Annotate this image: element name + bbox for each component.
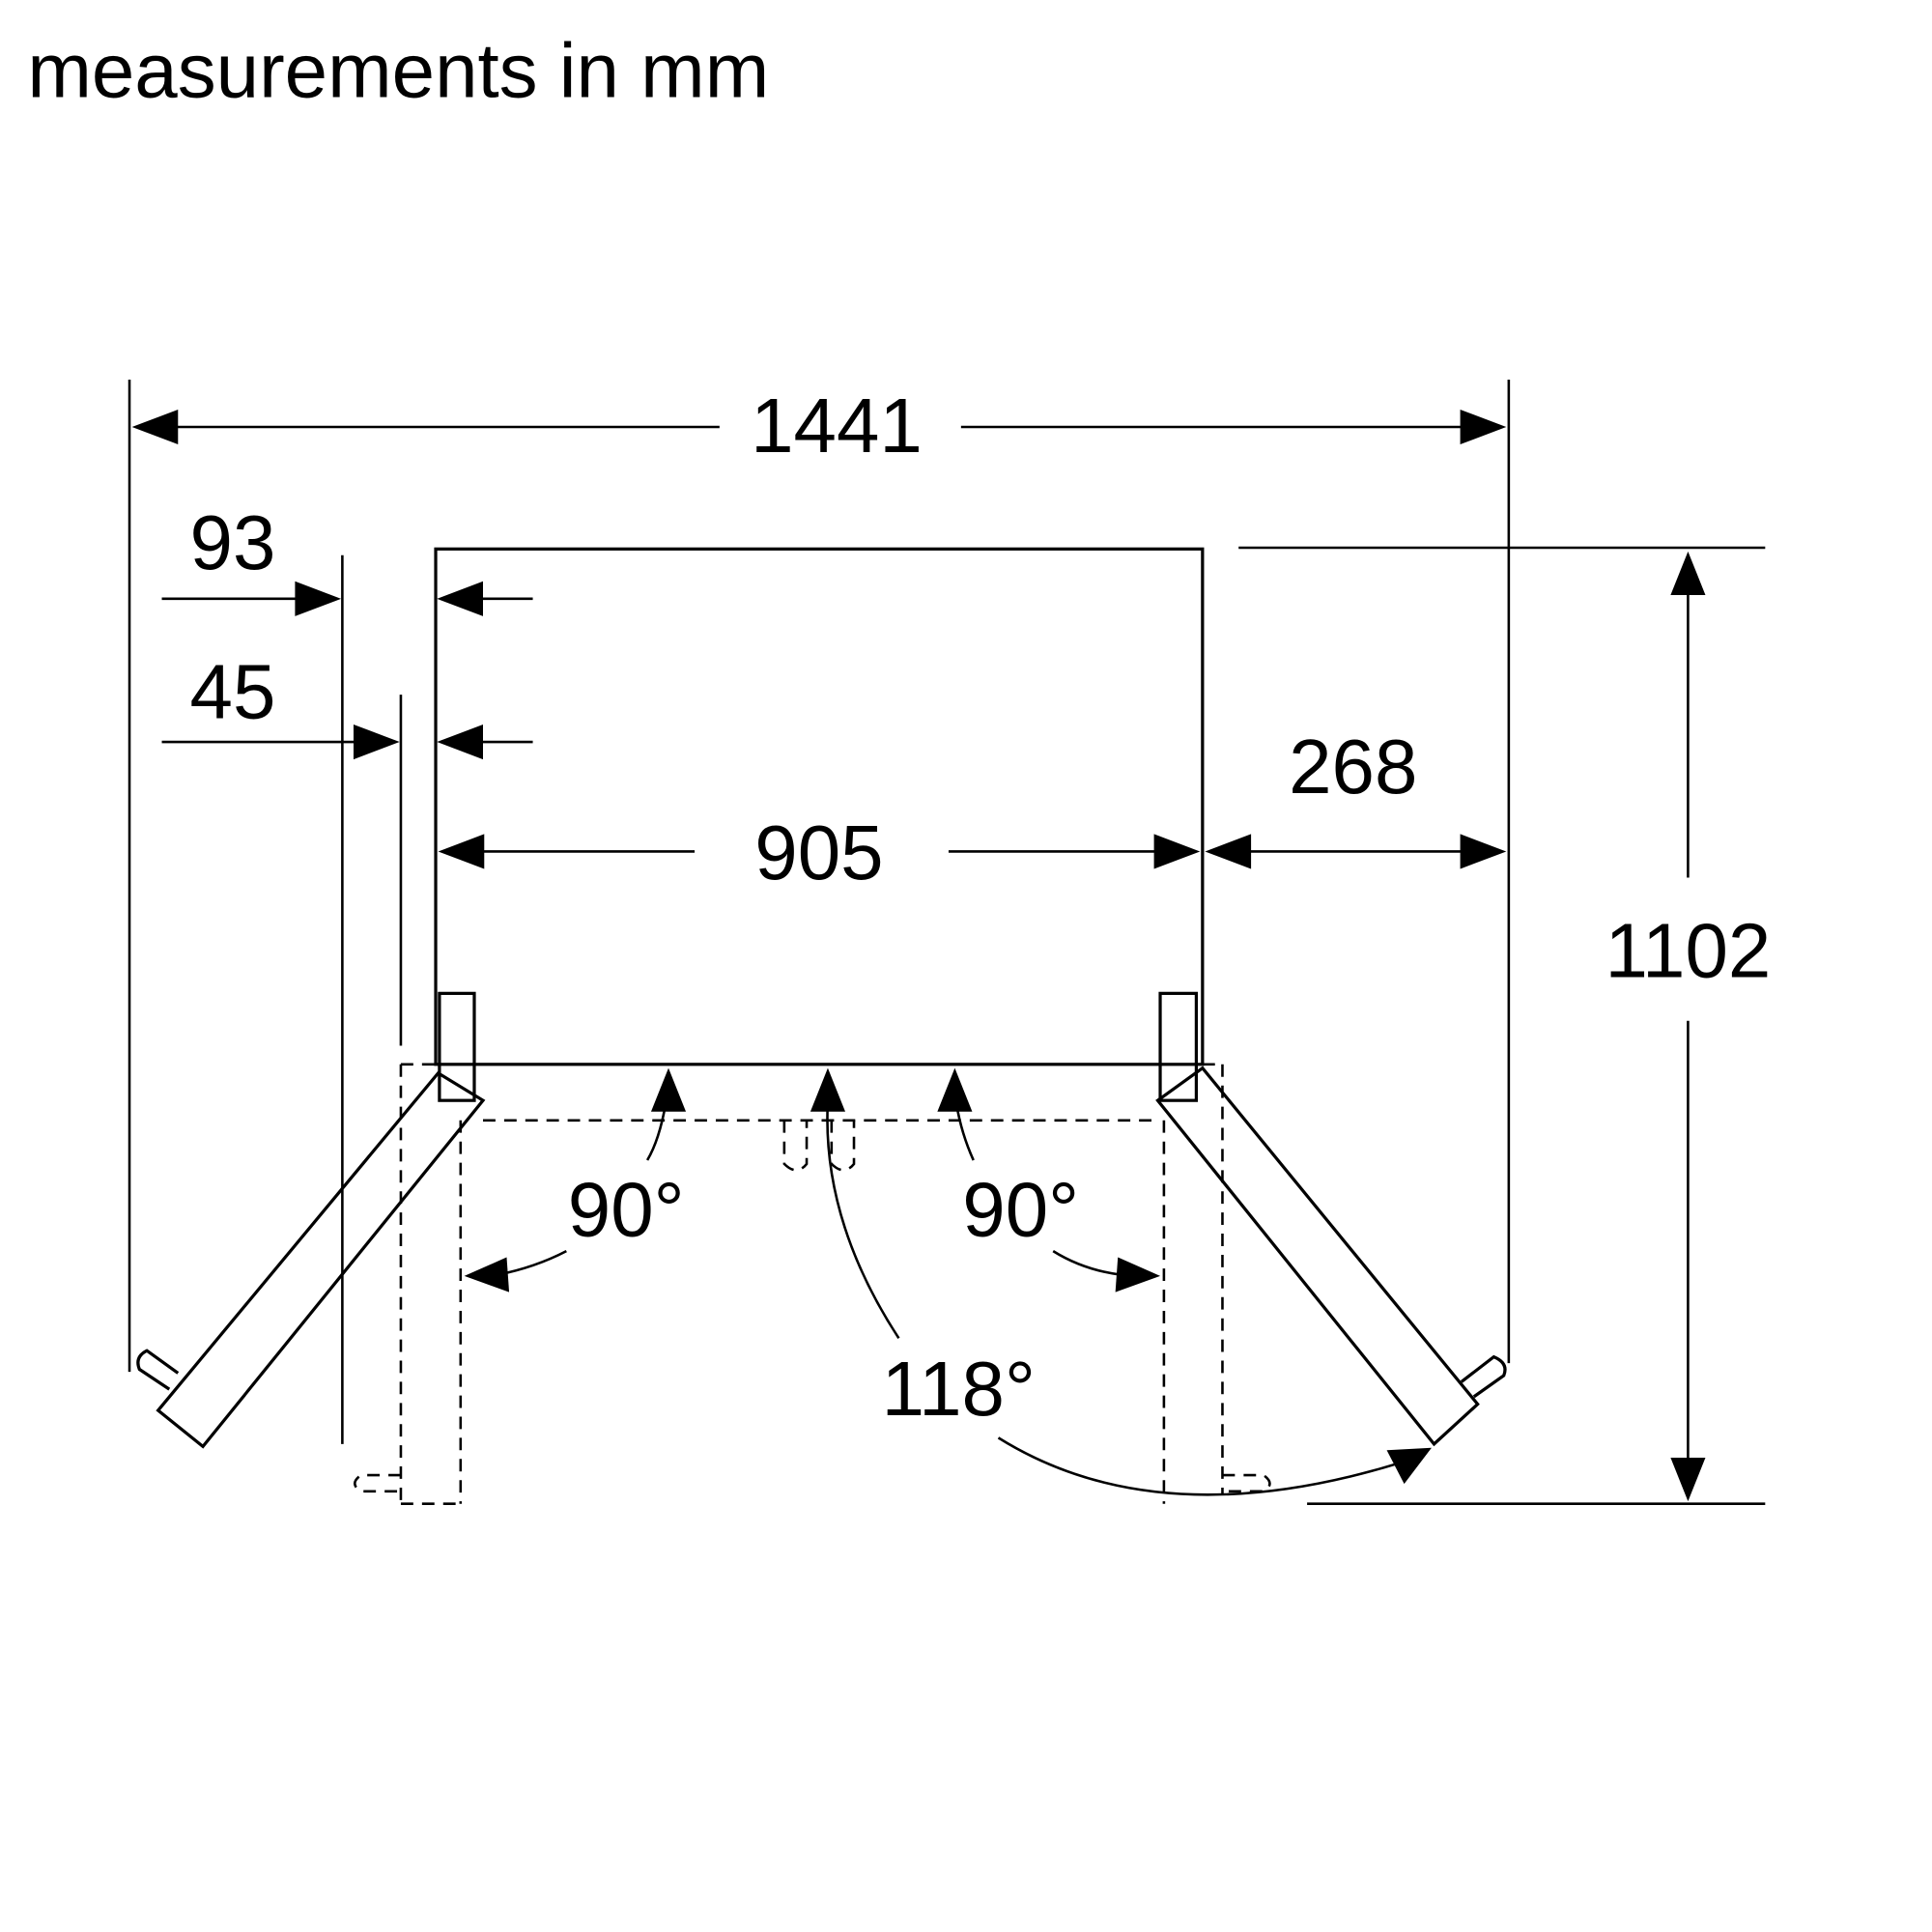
dimension-offset-45: 45 <box>161 649 533 760</box>
depth-label: 1102 <box>1605 908 1772 994</box>
right-door-handle <box>1460 1354 1507 1399</box>
max-angle-label: 118° <box>882 1346 1036 1432</box>
dimension-depth: 1102 <box>1605 551 1772 1502</box>
left-angle-label: 90° <box>568 1167 685 1253</box>
appliance-body <box>434 547 1205 1066</box>
offset-45-label: 45 <box>190 649 276 735</box>
right-door <box>1155 1065 1480 1447</box>
left-door <box>156 1070 486 1449</box>
angle-max-118: 118° <box>810 1067 1432 1496</box>
angle-right-90: 90° <box>937 1067 1161 1293</box>
left-door-handle <box>136 1349 180 1391</box>
side-clearance-label: 268 <box>1289 724 1417 810</box>
dimension-offset-93: 93 <box>161 499 533 616</box>
dimension-total-width: 1441 <box>131 383 1507 469</box>
left-hinge <box>438 991 476 1102</box>
extension-lines <box>128 380 1766 1505</box>
diagram-title: measurements in mm <box>27 28 769 114</box>
dimension-body-width: 905 <box>438 810 1201 895</box>
offset-93-label: 93 <box>190 499 276 585</box>
angle-left-90: 90° <box>464 1067 687 1293</box>
total-width-label: 1441 <box>751 383 923 469</box>
body-width-label: 905 <box>754 810 883 895</box>
right-angle-label: 90° <box>962 1167 1079 1253</box>
dimension-side-clearance: 268 <box>1205 724 1507 869</box>
right-hinge <box>1158 991 1199 1102</box>
